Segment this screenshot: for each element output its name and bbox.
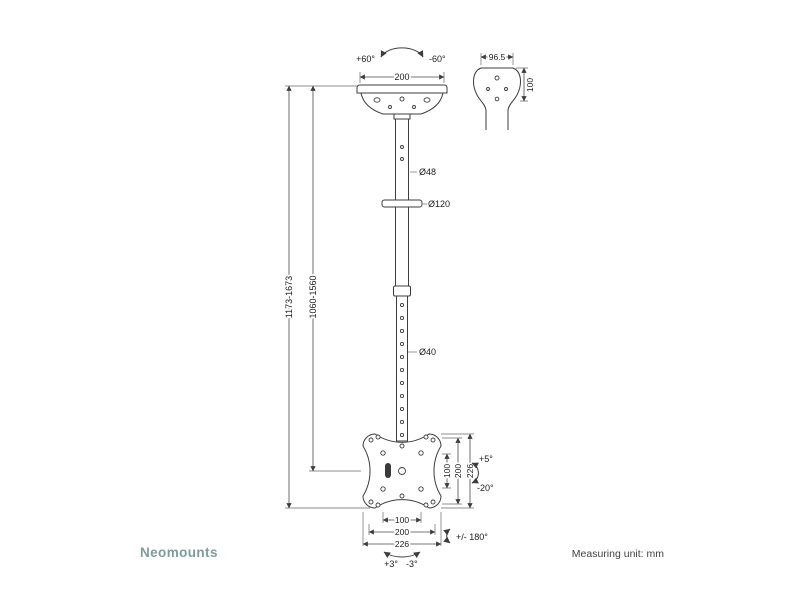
tilt-down-label: -20° — [477, 483, 494, 493]
pole: Ø48 Ø120 Ø40 — [381, 118, 450, 442]
ceiling-bracket — [356, 84, 448, 120]
measuring-unit-note: Measuring unit: mm — [572, 548, 664, 560]
height-total-label: 1173-1673 — [284, 276, 294, 318]
collar-diameter-label: Ø120 — [428, 199, 450, 209]
tilt-up-label: +5° — [479, 454, 493, 464]
tilt-arrow-icon — [471, 462, 479, 484]
height-dimensions: 1173-1673 1060-1560 — [282, 85, 370, 509]
side-depth-label: 96.5 — [489, 52, 506, 62]
plate-v-200-label: 200 — [453, 464, 463, 478]
collar-disc — [381, 199, 423, 208]
pole-upper-diameter-label: Ø48 — [419, 167, 436, 177]
swivel-arrow-icon — [380, 47, 424, 58]
tilt-annotation: +5° -20° — [471, 454, 494, 493]
plate-v-226-label: 226 — [465, 464, 475, 478]
rotate-annotation: +/- 180° — [443, 528, 488, 544]
rotate-arrow-icon — [443, 528, 451, 544]
plate-h-100-label: 100 — [395, 515, 409, 525]
plate-v-100-label: 100 — [442, 464, 452, 478]
bracket-side-view: 96.5 100 — [473, 50, 535, 130]
plate-horizontal-dimensions: 100 200 226 — [362, 512, 442, 551]
level-arrow-icon — [383, 551, 421, 559]
level-right-label: -3° — [406, 559, 418, 569]
level-left-label: +3° — [384, 559, 398, 569]
tilt-knob — [385, 463, 391, 478]
vesa-plate — [362, 433, 442, 509]
brand-logo: Neomounts — [140, 545, 218, 560]
plate-h-200-label: 200 — [395, 527, 409, 537]
top-swivel-annotation: +60° -60° — [356, 47, 446, 64]
plate-vertical-dimensions: 100 200 226 — [440, 433, 477, 509]
side-height-label: 100 — [525, 78, 535, 92]
rotate-range-label: +/- 180° — [456, 532, 488, 542]
level-annotation: +3° -3° — [383, 551, 421, 569]
height-center-label: 1060-1560 — [308, 275, 318, 318]
swivel-right-label: -60° — [429, 54, 446, 64]
swivel-left-label: +60° — [356, 54, 375, 64]
pole-lower-diameter-label: Ø40 — [419, 347, 436, 357]
plate-h-226-label: 226 — [395, 539, 409, 549]
top-width-label: 200 — [394, 72, 409, 82]
telescope-joint — [393, 285, 411, 297]
top-width-dimension: 200 — [359, 70, 445, 84]
